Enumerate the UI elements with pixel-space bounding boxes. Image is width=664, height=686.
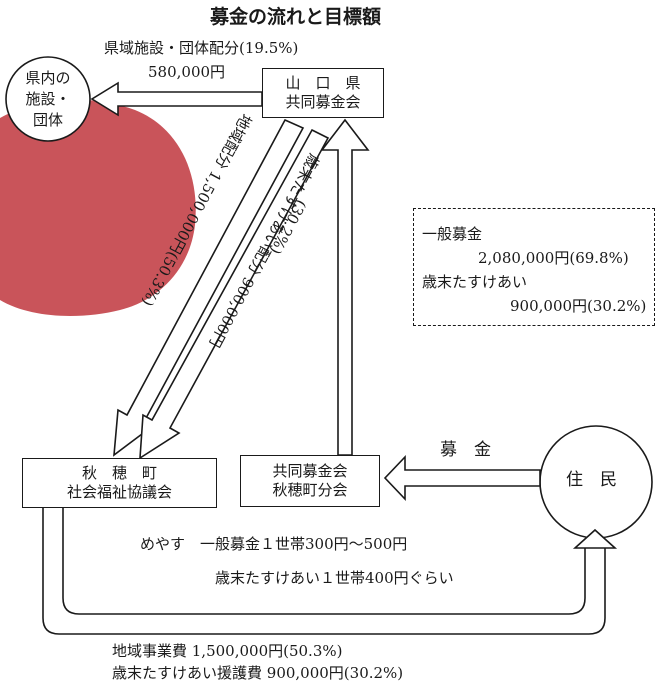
donation-label: 募 金 bbox=[440, 440, 491, 460]
diagram-title: 募金の流れと目標額 bbox=[210, 6, 382, 28]
targets-box bbox=[413, 208, 655, 326]
yamaguchi-box: 山 口 県 共同募金会 bbox=[262, 68, 384, 118]
expenses-line-1: 地域事業費 1,500,000円(50.3%) bbox=[112, 642, 343, 660]
residents-label: 住 民 bbox=[566, 470, 617, 490]
pref-allocation-arrow bbox=[90, 81, 263, 117]
donation-arrow bbox=[383, 455, 541, 501]
pref-allocation-amount: 580,000円 bbox=[148, 63, 226, 81]
yamaguchi-label-2: 共同募金会 bbox=[285, 93, 361, 111]
pref-allocation-label: 県域施設・団体配分(19.5%) bbox=[104, 39, 299, 57]
return-loop-outer bbox=[42, 508, 606, 635]
yearend-allocation-arrow bbox=[139, 128, 330, 460]
general-target-amount: 2,080,000円(69.8%) bbox=[478, 249, 629, 267]
return-loop-arrowhead bbox=[572, 528, 618, 549]
akiho-branch-label-2: 秋穂町分会 bbox=[272, 481, 348, 499]
pref-facilities-label: 県内の 施設・ 団体 bbox=[25, 69, 71, 129]
akiho-branch-label-1: 共同募金会 bbox=[272, 462, 348, 480]
decorative-blob bbox=[0, 99, 196, 316]
pref-facilities-circle bbox=[5, 56, 91, 142]
expenses-line-2: 歳末たすけあい援護費 900,000円(30.2%) bbox=[112, 664, 404, 682]
akiho-council-label-1: 秋 穂 町 bbox=[81, 464, 157, 482]
yearend-target-label: 歳末たすけあい bbox=[422, 273, 528, 291]
general-target-label: 一般募金 bbox=[422, 225, 483, 243]
akiho-branch-box: 共同募金会 秋穂町分会 bbox=[240, 455, 380, 507]
akiho-council-label-2: 社会福祉協議会 bbox=[66, 483, 172, 501]
return-loop-inner bbox=[62, 508, 586, 615]
branch-to-pref-arrow bbox=[320, 118, 370, 456]
guideline-line-1: めやす 一般募金１世帯300円～500円 bbox=[140, 535, 408, 553]
guideline-line-2: 歳末たすけあい１世帯400円ぐらい bbox=[215, 569, 454, 587]
regional-allocation-arrow bbox=[113, 118, 305, 457]
akiho-council-box: 秋 穂 町 社会福祉協議会 bbox=[22, 458, 217, 508]
yamaguchi-label-1: 山 口 県 bbox=[285, 74, 361, 92]
yearend-target-amount: 900,000円(30.2%) bbox=[510, 297, 647, 315]
